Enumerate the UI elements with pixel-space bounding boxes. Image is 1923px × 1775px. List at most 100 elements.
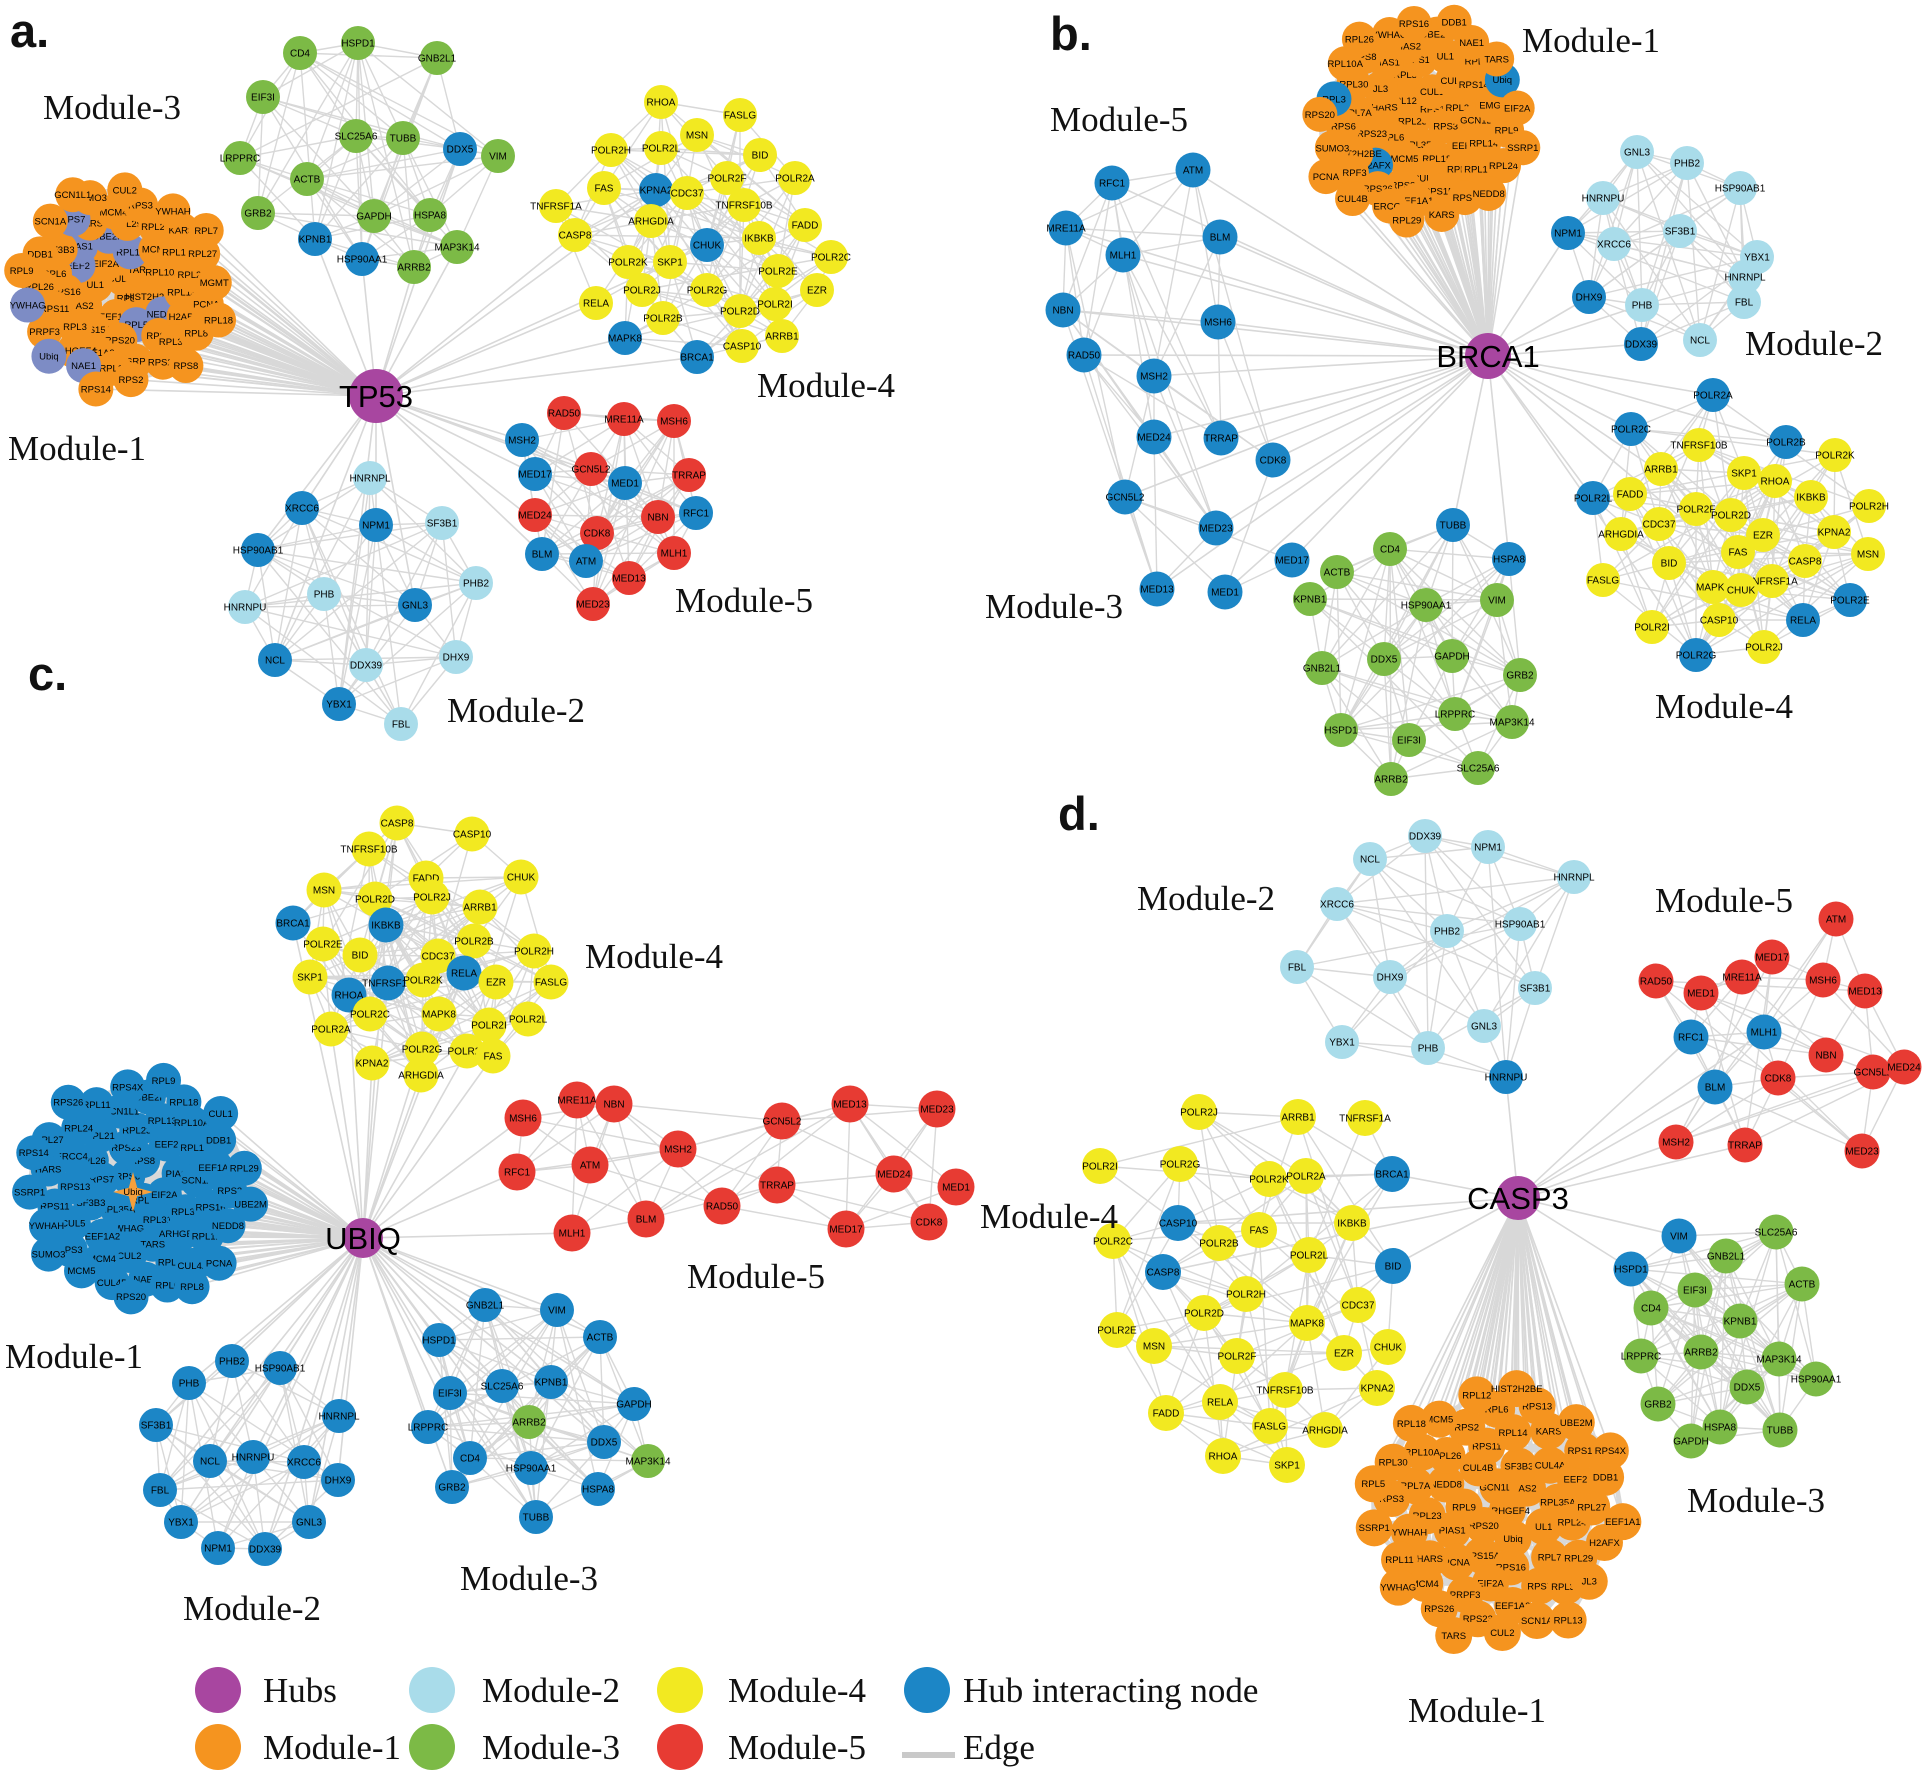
node-label: ATM xyxy=(576,557,596,568)
node-GCN1L1 xyxy=(55,177,91,213)
node-label: ARHGDIA xyxy=(628,217,674,228)
node-POLR2A xyxy=(778,161,812,195)
node-FBL xyxy=(1727,285,1761,319)
node-label: MED13 xyxy=(1140,585,1174,596)
node-LRPPRC xyxy=(223,141,257,175)
module-label: Module-4 xyxy=(585,937,723,976)
panel-c: RPL7RPS6EIF2ARPL35ARPS8RPL31RPS7PIAS1YWH… xyxy=(5,647,975,1628)
node-label: POLR2C xyxy=(1611,425,1651,436)
edge xyxy=(361,137,404,260)
node-label: NPM1 xyxy=(204,1544,232,1555)
hub-edge xyxy=(1487,304,1643,357)
node-label: RPL12 xyxy=(1462,1390,1491,1401)
edge xyxy=(365,477,371,666)
node-label: BLM xyxy=(1210,233,1231,244)
node-label: POLR2F xyxy=(708,174,747,185)
edge xyxy=(244,582,477,608)
module-label: Module-5 xyxy=(675,581,813,620)
node-label: HNRNPU xyxy=(232,1453,275,1464)
node-label: CUL4B xyxy=(1463,1463,1494,1474)
edge xyxy=(1592,497,1653,628)
node-label: KARS xyxy=(1536,1427,1562,1438)
node-label: GRB2 xyxy=(1644,1400,1672,1411)
hub-edge xyxy=(205,229,377,397)
node-label: BID xyxy=(1385,1262,1402,1273)
node-label: YWHAG xyxy=(10,300,46,311)
edge xyxy=(1083,354,1158,590)
legend-swatch-Module-3 xyxy=(409,1724,455,1770)
node-label: FASLG xyxy=(724,111,756,122)
node-label: GNB2L1 xyxy=(1303,664,1342,675)
hub-edge xyxy=(1272,355,1489,461)
node-label: CASP8 xyxy=(559,231,592,242)
node-label: SUMO3 xyxy=(32,1250,66,1261)
node-label: LRPPRC xyxy=(1435,710,1476,721)
edge xyxy=(239,57,438,159)
node-label: HSP90AB1 xyxy=(233,546,284,557)
edge xyxy=(1451,558,1510,657)
module-label: Module-1 xyxy=(5,1337,143,1376)
node-POLR2J xyxy=(1747,630,1781,664)
node-label: UBE2M xyxy=(234,1200,267,1211)
node-label: MSH2 xyxy=(664,1145,692,1156)
hub-edge xyxy=(1156,355,1489,590)
node-label: JL3 xyxy=(1373,84,1388,95)
node-label: GNB2L1 xyxy=(418,54,457,65)
node-label: BID xyxy=(1661,559,1678,570)
node-label: CASP8 xyxy=(1789,557,1822,568)
node-label: EEF1A1 xyxy=(1398,196,1433,207)
edge xyxy=(521,439,543,555)
node-label: RPL29 xyxy=(230,1164,259,1175)
edge xyxy=(257,522,443,551)
node-TUBB xyxy=(386,121,420,155)
node-label: ARRB1 xyxy=(1281,1113,1315,1124)
hub-edge xyxy=(375,395,543,555)
edge xyxy=(441,522,457,658)
node-label: FAS xyxy=(595,184,614,195)
node-label: NAE1 xyxy=(1459,38,1484,49)
hub-edge xyxy=(185,364,377,397)
node-label: PRPF3 xyxy=(29,327,60,338)
node-label: IKBKB xyxy=(371,921,401,932)
node-POLR2D xyxy=(723,294,757,328)
node-label: HIST2H2BE xyxy=(125,292,177,303)
hub-edge xyxy=(1487,355,1632,430)
node-BLM xyxy=(1202,219,1238,255)
edge xyxy=(1718,553,1869,621)
node-MAPK8 xyxy=(608,321,642,355)
node-label: POLR2G xyxy=(687,286,728,297)
hub-edge xyxy=(1487,343,1642,357)
legend-swatch-Module-2 xyxy=(409,1667,455,1713)
node-label: RPS14 xyxy=(81,384,111,395)
node-label: YBX1 xyxy=(1744,253,1770,264)
hub-edge xyxy=(1192,169,1489,357)
edge xyxy=(603,101,662,189)
node-label: FAS xyxy=(1729,548,1748,559)
node-label: CUL1 xyxy=(1420,87,1444,98)
node-label: FASLG xyxy=(1587,576,1619,587)
node-label: TNFRSF10B xyxy=(715,201,773,212)
node-label: AS2 xyxy=(76,301,94,312)
node-label: MRE11A xyxy=(557,1096,597,1107)
node-label: KPNB1 xyxy=(1724,1317,1757,1328)
node-label: PIAS1 xyxy=(1439,1526,1466,1537)
edge xyxy=(299,52,461,150)
edge xyxy=(306,137,404,180)
node-label: EZR xyxy=(1334,1349,1354,1360)
node-label: CUL1 xyxy=(208,1109,232,1120)
node-label: KPNA2 xyxy=(1818,528,1851,539)
node-NBN xyxy=(1045,292,1081,328)
node-label: MED13 xyxy=(1848,987,1882,998)
edge xyxy=(574,234,760,239)
node-PHB2 xyxy=(1670,146,1704,180)
node-DDX5 xyxy=(443,132,477,166)
node-POLR2D xyxy=(1714,498,1748,532)
node-label: MED17 xyxy=(1275,556,1309,567)
node-label: CASP10 xyxy=(453,830,492,841)
node-label: POLR2D xyxy=(1184,1309,1224,1320)
node-label: YWHAH xyxy=(1392,1528,1428,1539)
edge xyxy=(1065,227,1221,238)
node-label: RPL5 xyxy=(1361,1479,1385,1490)
node-label: RPS13 xyxy=(117,293,147,304)
node-label: RPL5 xyxy=(1393,70,1417,81)
